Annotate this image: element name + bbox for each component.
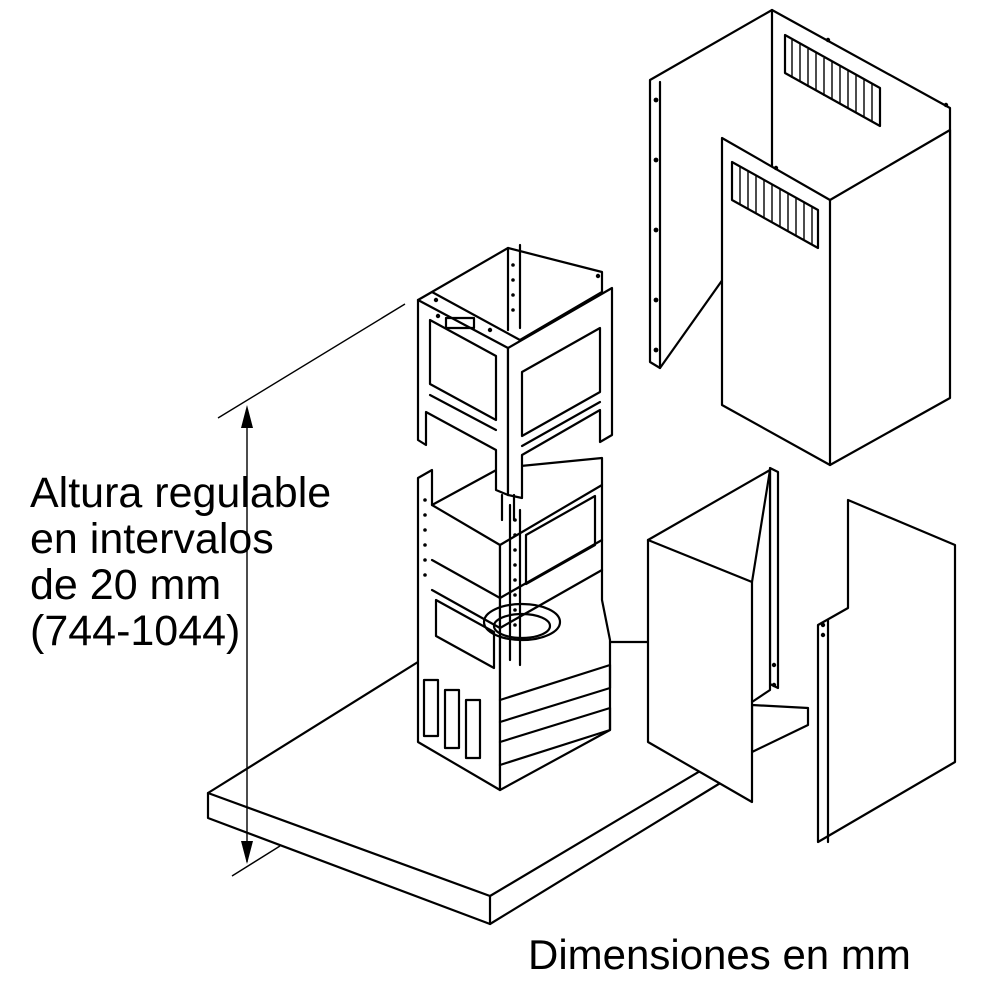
lower-support-frame	[416, 456, 612, 792]
dimension-top-extension-line	[217, 303, 406, 419]
height-label-line-2: en intervalos	[30, 515, 274, 563]
height-label-line-1: Altura regulable	[30, 469, 332, 517]
units-note: Dimensiones en mm	[528, 931, 911, 978]
lower-chimney-cover-back	[750, 466, 957, 844]
height-adjustment-label: Altura regulable en intervalos de 20 mm …	[30, 470, 331, 654]
vent-slot-3	[464, 698, 482, 760]
lower-chimney-cover-front	[646, 468, 772, 804]
vent-slot-2	[443, 688, 461, 750]
height-dimension	[217, 303, 406, 877]
duct-ring-inner	[492, 612, 552, 640]
dimension-arrow-up	[241, 405, 253, 428]
dimension-bottom-extension-line	[231, 845, 281, 877]
upper-support-frame	[416, 243, 614, 522]
frame-perforations-upper	[433, 263, 601, 333]
frame-perforations-lower	[423, 498, 517, 627]
duct-ring-outer	[482, 602, 562, 642]
upper-front-vent-grille	[730, 160, 820, 250]
dimension-arrow-down	[241, 841, 253, 864]
height-label-line-4: (744-1044)	[30, 607, 241, 655]
upper-chimney-cover-front	[720, 128, 952, 467]
height-label-line-3: de 20 mm	[30, 561, 222, 609]
frame-label-plate	[444, 316, 476, 330]
vent-slot-1	[422, 678, 440, 738]
upper-back-vent-grille	[783, 33, 882, 128]
